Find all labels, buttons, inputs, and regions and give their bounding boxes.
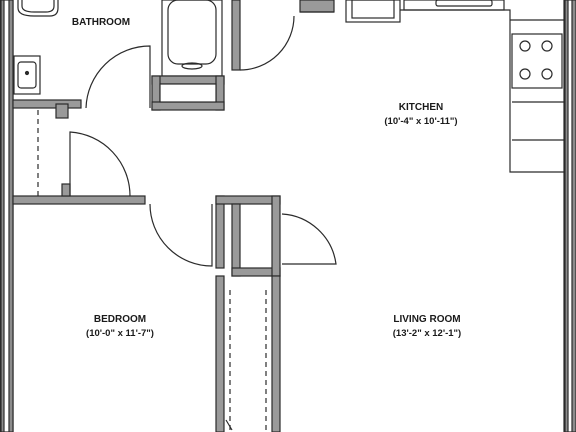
stove-fixture [511, 33, 563, 89]
closet-door [281, 213, 337, 265]
room-name-bedroom: BEDROOM [94, 314, 146, 325]
room-name-bathroom: BATHROOM [72, 17, 130, 28]
room-labels: BATHROOM KITCHEN (10'-4" x 10'-11") BEDR… [72, 17, 461, 339]
room-name-living-room: LIVING ROOM [393, 314, 460, 325]
room-dimensions-bedroom: (10'-0" x 11'-7") [86, 328, 154, 339]
bathroom-area [12, 0, 335, 119]
refrigerator-fixture [345, 0, 401, 23]
kitchen-counter [400, 9, 564, 173]
room-name-kitchen: KITCHEN [399, 102, 443, 113]
kitchen-area [345, 0, 564, 173]
bathroom-wall [12, 99, 82, 109]
hall-closet-door [69, 131, 131, 197]
bathroom-door [85, 45, 151, 109]
interior-walls [12, 110, 281, 432]
toilet-fixture [17, 0, 59, 17]
kitchen-sink-fixture [403, 0, 505, 11]
bedroom-door [149, 203, 213, 267]
doors [69, 131, 337, 432]
room-dimensions-kitchen: (10'-4" x 10'-11") [384, 116, 457, 127]
room-dimensions-living-room: (13'-2" x 12'-1") [393, 328, 461, 339]
